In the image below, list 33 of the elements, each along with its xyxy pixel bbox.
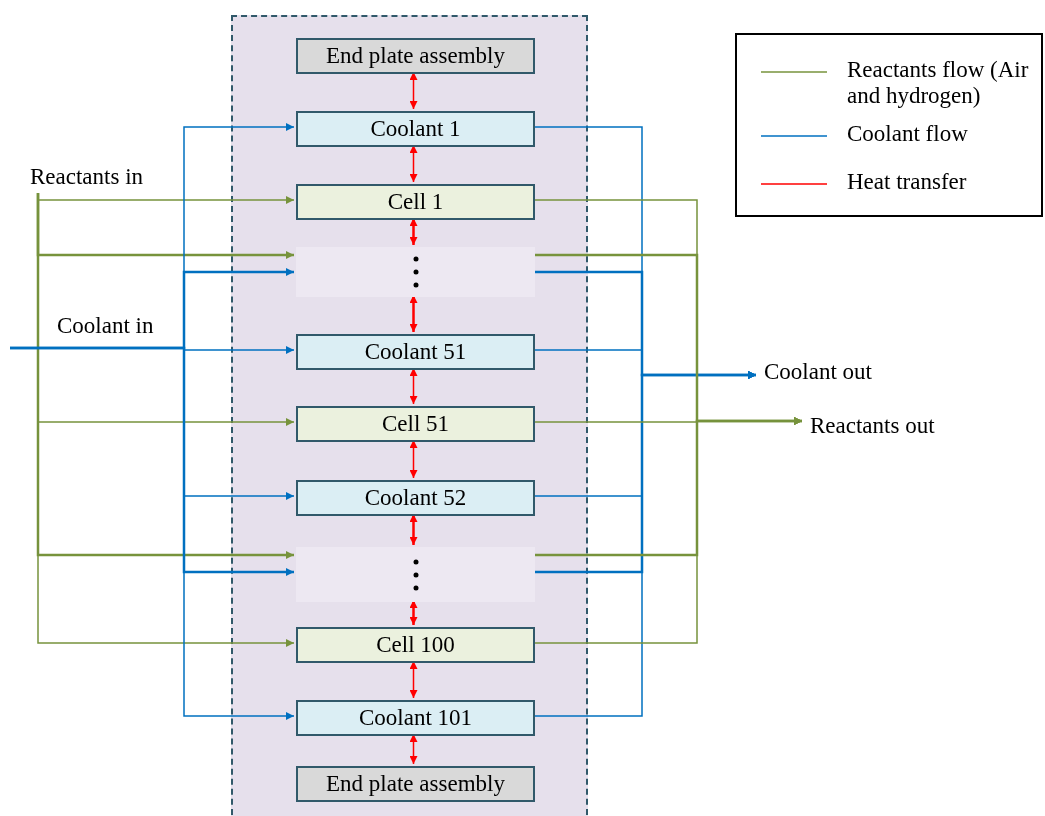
double-arrow [409, 733, 418, 765]
legend-label: Coolant flow [847, 121, 969, 148]
legend-label: Reactants flow (Air and hydrogen) [847, 57, 1030, 110]
flow-label: Reactants in [30, 165, 170, 193]
cell-box: Cell 1 [296, 184, 535, 220]
flow-arrow [532, 371, 757, 717]
end-plate-box: End plate assembly [296, 766, 535, 802]
legend-label: Heat transfer [847, 169, 968, 196]
flow-arrow [9, 347, 295, 720]
double-arrow [409, 600, 418, 625]
double-arrow [409, 144, 418, 183]
flow-arrow [532, 417, 803, 644]
flow-label: Coolant in [57, 314, 177, 342]
double-arrow [409, 514, 418, 545]
double-arrow [409, 218, 418, 245]
stack-gap [296, 547, 535, 602]
cell-box: Cell 51 [296, 406, 535, 442]
coolant-box: Coolant 51 [296, 334, 535, 370]
stack-region [231, 15, 588, 816]
cell-box: Cell 100 [296, 627, 535, 663]
coolant-box: Coolant 1 [296, 111, 535, 147]
stack-gap [296, 247, 535, 297]
double-arrow [409, 439, 418, 479]
double-arrow [409, 295, 418, 332]
flow-label: Reactants out [810, 414, 970, 442]
double-arrow [409, 660, 418, 699]
coolant-box: Coolant 52 [296, 480, 535, 516]
double-arrow [409, 71, 418, 110]
double-arrow [409, 367, 418, 405]
flow-label: Coolant out [764, 360, 904, 388]
flow-arrow [37, 192, 295, 647]
coolant-box: Coolant 101 [296, 700, 535, 736]
end-plate-box: End plate assembly [296, 38, 535, 74]
